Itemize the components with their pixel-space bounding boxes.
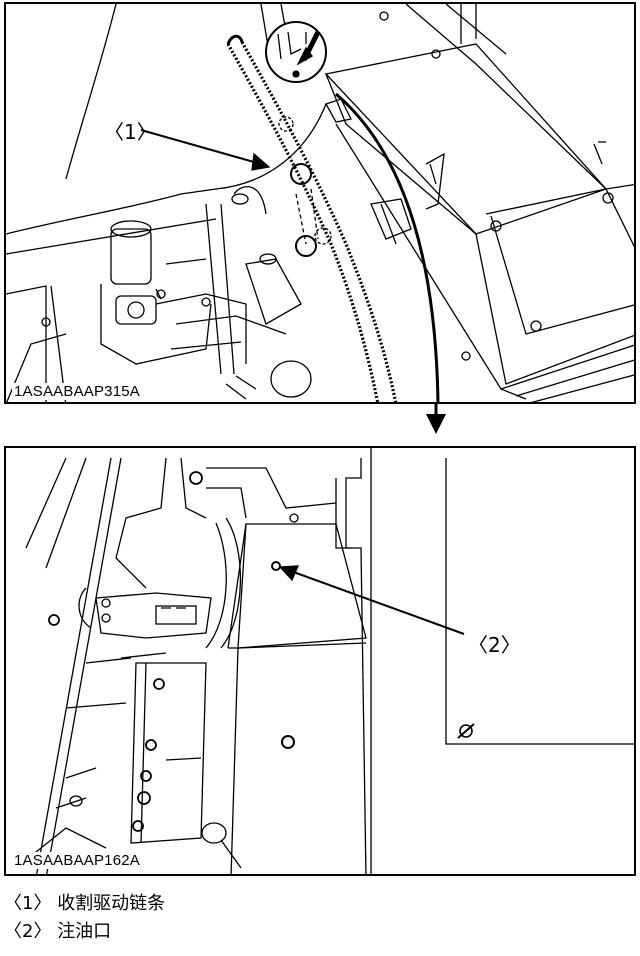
legend-item-2: 〈2〉 注油口 bbox=[4, 920, 111, 944]
callout-2-label: 〈2〉 bbox=[468, 633, 521, 657]
machine-drawing-top bbox=[6, 4, 634, 402]
legend-item-1: 〈1〉 收割驱动链条 bbox=[4, 892, 165, 916]
figure-top: 〈1〉 1ASAABAAP315A bbox=[4, 2, 636, 404]
callout-1-label: 〈1〉 bbox=[104, 120, 157, 144]
machine-drawing-bottom bbox=[15, 448, 634, 874]
transition-arrow bbox=[426, 404, 446, 434]
legend-text-2: 注油口 bbox=[57, 921, 112, 942]
figure-bottom: 〈2〉 1ASAABAAP162A bbox=[4, 446, 636, 876]
legend-key-2: 〈2〉 bbox=[4, 921, 52, 942]
figure-top-code: 1ASAABAAP315A bbox=[12, 383, 143, 400]
legend-key-1: 〈1〉 bbox=[4, 893, 52, 914]
legend-text-1: 收割驱动链条 bbox=[57, 893, 166, 914]
figure-bottom-code: 1ASAABAAP162A bbox=[12, 852, 143, 869]
